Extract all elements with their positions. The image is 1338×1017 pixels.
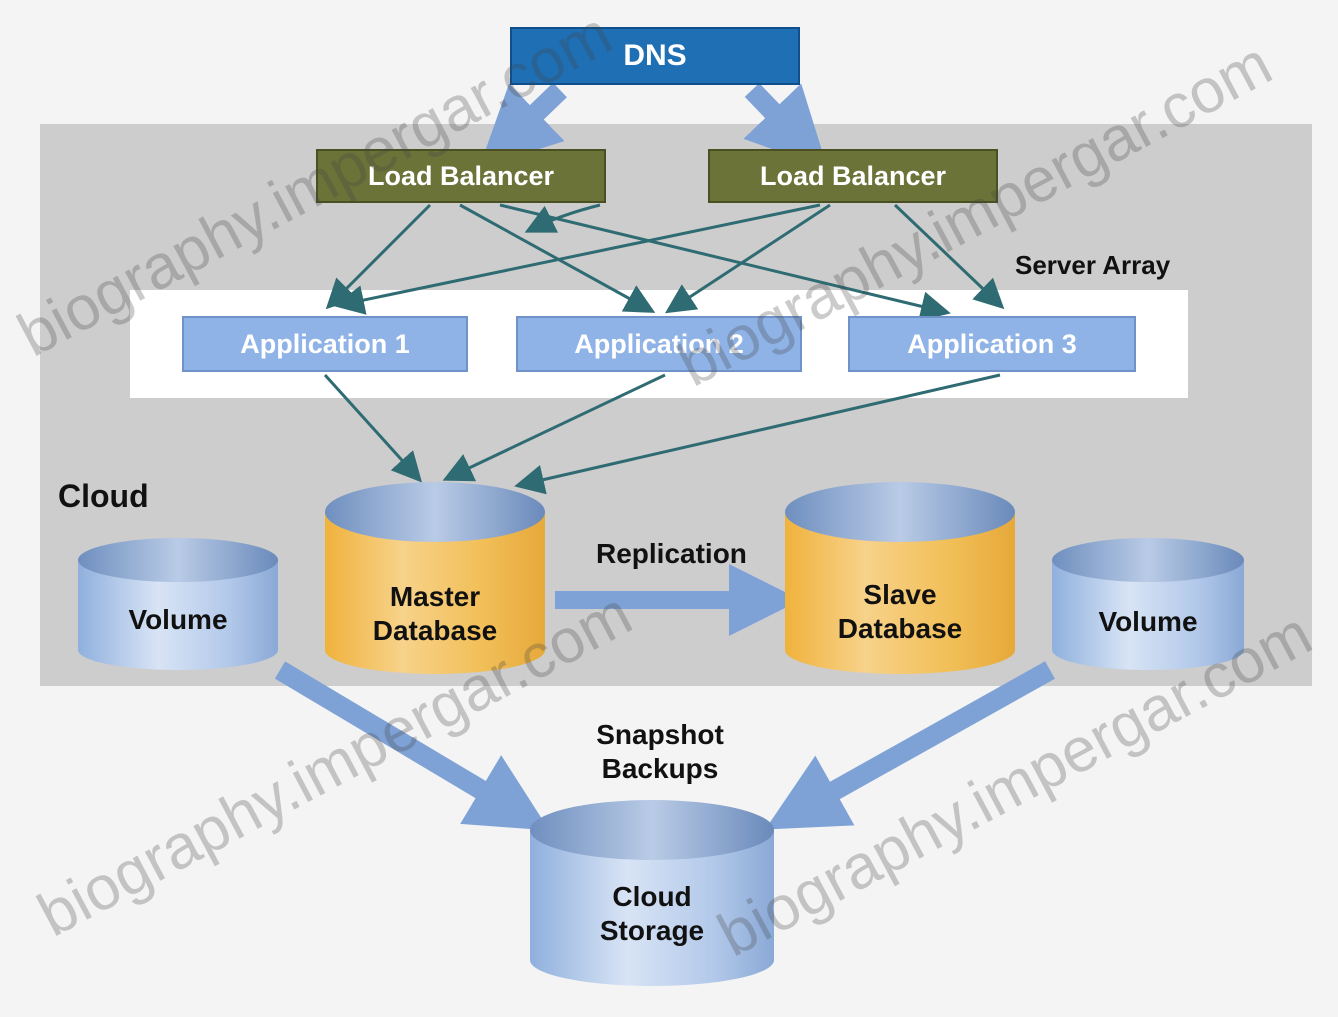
cloud-label: Cloud <box>58 478 149 514</box>
replication-label: Replication <box>596 538 747 569</box>
master-database-cylinder <box>325 482 545 674</box>
lb-to-app-arrows <box>325 203 1005 321</box>
slave-database-cylinder <box>785 482 1015 674</box>
snapshot-arrows <box>274 661 1055 831</box>
slave-database-label: Slave Database <box>837 579 963 644</box>
dns-box: DNS <box>510 27 800 85</box>
application-1-box: Application 1 <box>182 316 468 372</box>
cloud-storage-cylinder <box>530 800 774 986</box>
volume-right-cylinder <box>1052 538 1244 670</box>
snapshot-backups-label: Snapshot Backups <box>596 719 724 784</box>
application-2-box: Application 2 <box>516 316 802 372</box>
application-3-box: Application 3 <box>848 316 1136 372</box>
master-database-label: Master Database <box>372 581 498 646</box>
load-balancer-1: Load Balancer <box>316 149 606 203</box>
dns-to-lb-arrows <box>479 82 828 169</box>
cloud-storage-label: Cloud Storage <box>599 881 705 946</box>
volume-left-label: Volume <box>128 604 228 635</box>
volume-left-cylinder <box>78 538 278 670</box>
server-array-label: Server Array <box>1015 250 1171 280</box>
volume-right-label: Volume <box>1098 606 1198 637</box>
app-to-db-arrows <box>323 373 1001 495</box>
load-balancer-2: Load Balancer <box>708 149 998 203</box>
